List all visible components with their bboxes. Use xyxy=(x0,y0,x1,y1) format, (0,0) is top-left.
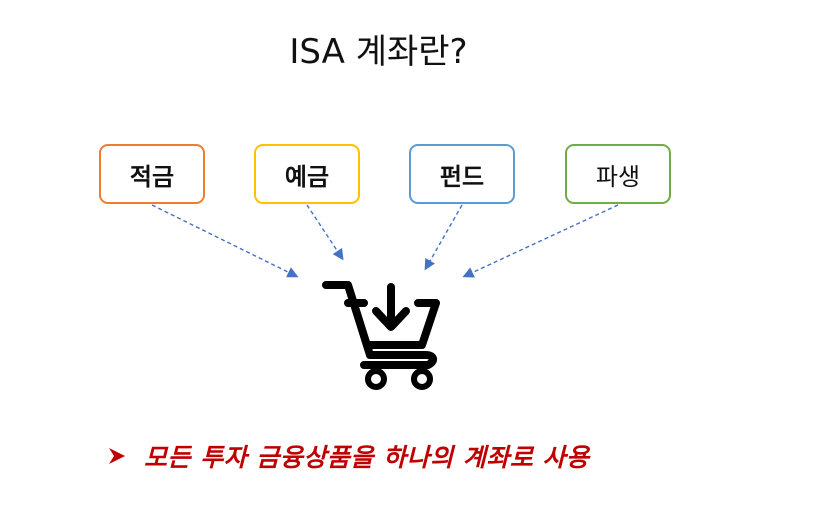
arrow-derivatives-to-cart xyxy=(462,204,619,278)
product-box-savings: 적금 xyxy=(99,144,205,204)
product-label-deposit: 예금 xyxy=(284,162,330,191)
summary-bullet: 모든 투자 금융상품을 하나의 계좌로 사용 xyxy=(108,436,590,476)
product-box-fund: 펀드 xyxy=(409,144,515,204)
product-label-savings: 적금 xyxy=(129,162,175,191)
arrow-savings-to-cart xyxy=(151,204,299,278)
product-box-derivatives: 파생 xyxy=(565,144,671,204)
page-title: ISA 계좌란? xyxy=(289,32,468,72)
arrow-deposit-to-cart xyxy=(306,204,344,261)
arrow-bullet-icon xyxy=(109,448,125,464)
shopping-cart-download-icon xyxy=(322,281,440,390)
arrow-fund-to-cart xyxy=(424,204,463,271)
summary-text: 모든 투자 금융상품을 하나의 계좌로 사용 xyxy=(144,443,590,472)
product-label-fund: 펀드 xyxy=(439,162,485,191)
product-label-derivatives: 파생 xyxy=(595,162,641,191)
product-box-deposit: 예금 xyxy=(254,144,360,204)
